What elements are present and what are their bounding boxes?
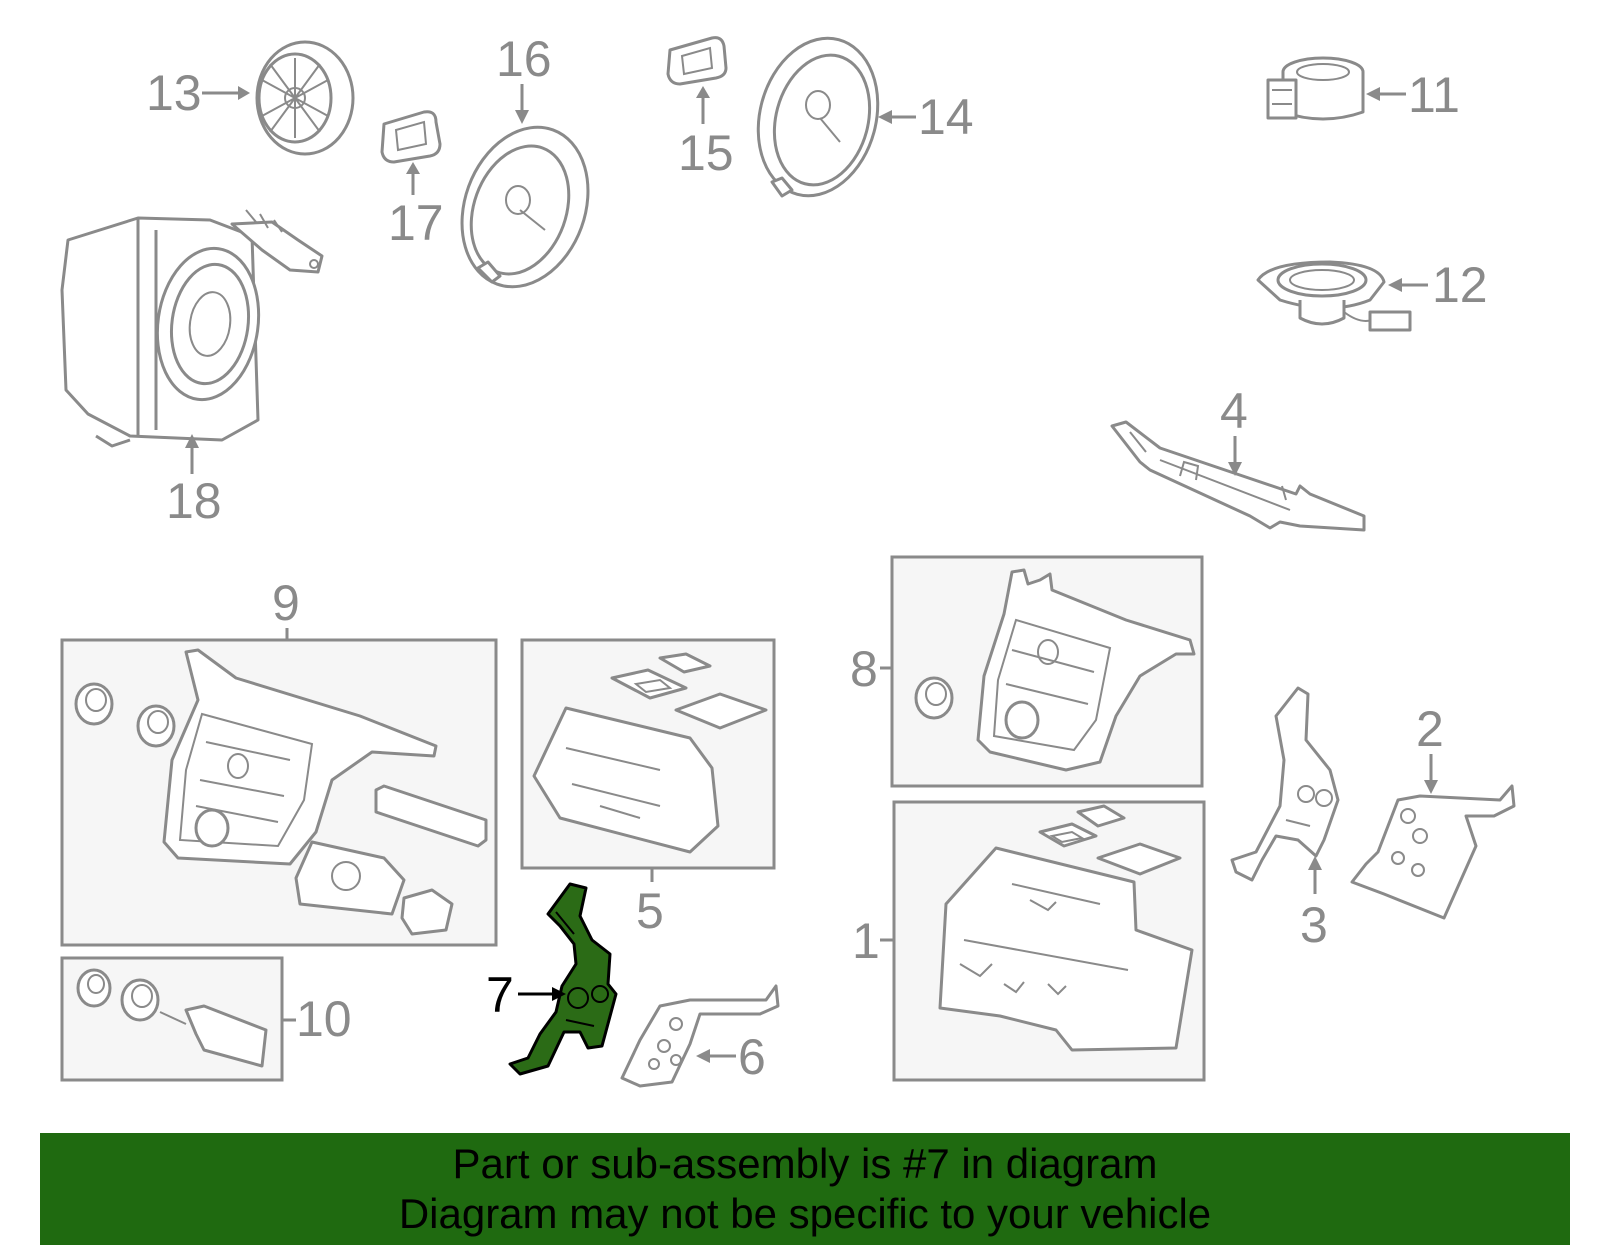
part-1-console-panel <box>938 804 1194 1052</box>
svg-text:16: 16 <box>496 31 552 87</box>
svg-text:9: 9 <box>272 575 300 631</box>
svg-text:8: 8 <box>850 641 878 697</box>
part-15-grommet <box>666 36 728 86</box>
callout-4: 4 <box>1220 383 1248 476</box>
part-18-subwoofer <box>60 209 324 448</box>
callout-9: 9 <box>272 575 300 640</box>
callout-1: 1 <box>852 913 894 969</box>
callout-15: 15 <box>678 86 734 181</box>
svg-text:12: 12 <box>1432 257 1488 313</box>
part-11-speaker <box>1266 56 1365 121</box>
callout-17: 17 <box>388 162 444 251</box>
svg-text:14: 14 <box>918 89 974 145</box>
callout-12: 12 <box>1388 257 1488 313</box>
svg-text:4: 4 <box>1220 383 1248 439</box>
part-17-grommet <box>380 110 442 164</box>
callout-18: 18 <box>166 434 222 529</box>
part-14-speaker <box>756 36 880 198</box>
part-2-bracket <box>1350 784 1516 920</box>
svg-text:5: 5 <box>636 883 664 939</box>
info-banner: Part or sub-assembly is #7 in diagram Di… <box>40 1133 1570 1245</box>
callout-5: 5 <box>636 868 664 939</box>
callout-3: 3 <box>1300 856 1328 953</box>
part-8-control-panel <box>914 568 1196 772</box>
callout-6: 6 <box>696 1029 766 1085</box>
callout-7: 7 <box>486 967 566 1023</box>
part-10-knob-set <box>76 968 268 1068</box>
callout-13: 13 <box>146 65 250 121</box>
callout-10: 10 <box>282 991 352 1047</box>
part-16-speaker <box>460 125 590 289</box>
callout-2: 2 <box>1416 701 1444 794</box>
svg-text:1: 1 <box>852 913 880 969</box>
callout-16: 16 <box>496 31 552 124</box>
part-7-highlighted-bracket <box>508 882 618 1076</box>
svg-text:13: 13 <box>146 65 202 121</box>
callout-14: 14 <box>878 89 974 145</box>
part-3-bracket <box>1230 686 1340 882</box>
svg-text:3: 3 <box>1300 897 1328 953</box>
svg-text:6: 6 <box>738 1029 766 1085</box>
svg-text:17: 17 <box>388 195 444 251</box>
svg-text:15: 15 <box>678 125 734 181</box>
svg-text:11: 11 <box>1408 67 1460 123</box>
part-13-tweeter <box>255 40 355 156</box>
svg-text:2: 2 <box>1416 701 1444 757</box>
part-4-bracket <box>1110 420 1366 532</box>
callout-8: 8 <box>850 641 892 697</box>
banner-line-part-number: Part or sub-assembly is #7 in diagram <box>452 1140 1158 1187</box>
svg-text:7: 7 <box>486 967 514 1023</box>
part-5-display-unit <box>532 652 768 854</box>
part-6-bracket <box>620 984 780 1088</box>
banner-line-disclaimer: Diagram may not be specific to your vehi… <box>398 1190 1212 1237</box>
part-12-speaker <box>1256 260 1412 332</box>
svg-text:18: 18 <box>166 473 222 529</box>
part-9-audio-unit <box>74 648 488 936</box>
svg-text:10: 10 <box>296 991 352 1047</box>
callout-11: 11 <box>1366 67 1460 123</box>
